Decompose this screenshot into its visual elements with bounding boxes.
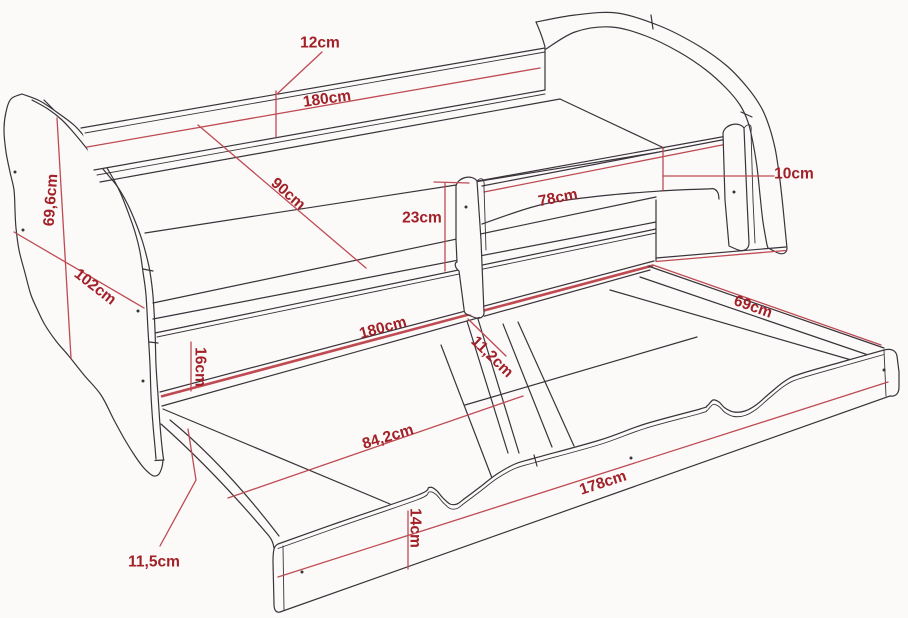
svg-text:11,5cm: 11,5cm	[128, 554, 180, 571]
svg-text:12cm: 12cm	[300, 35, 340, 52]
svg-text:180cm: 180cm	[302, 87, 352, 111]
svg-text:10cm: 10cm	[774, 166, 814, 183]
svg-text:69,6cm: 69,6cm	[41, 173, 62, 227]
svg-text:16cm: 16cm	[192, 347, 209, 387]
svg-text:23cm: 23cm	[402, 210, 442, 227]
svg-text:14cm: 14cm	[407, 508, 424, 548]
